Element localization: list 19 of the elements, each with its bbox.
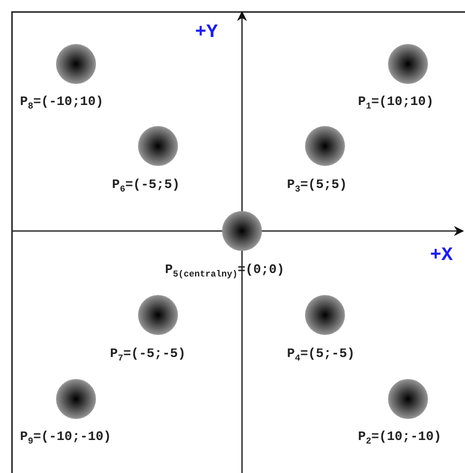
point-label: P$_{2}$=(10;-10) xyxy=(358,429,442,449)
point-marker xyxy=(138,295,178,335)
point-marker xyxy=(56,44,96,84)
point-marker xyxy=(222,211,262,251)
point-label: P$_{7}$=(-5;-5) xyxy=(110,346,186,366)
y-axis-label: +Y xyxy=(195,22,218,42)
point-label: P$_{4}$=(5;-5) xyxy=(287,346,355,366)
point-marker xyxy=(138,126,178,166)
point-marker xyxy=(305,126,345,166)
point-label: P$_{1}$=(10;10) xyxy=(358,94,434,114)
x-axis-label: +X xyxy=(430,245,453,265)
point-label: P$_{6}$=(-5;5) xyxy=(112,177,180,197)
point-label: P$_{3}$=(5;5) xyxy=(287,177,348,197)
point-marker xyxy=(388,379,428,419)
point-marker xyxy=(388,44,428,84)
point-label: P$_{9}$=(-10;-10) xyxy=(20,429,112,449)
point-label: P$_{8}$=(-10;10) xyxy=(20,94,104,114)
point-marker xyxy=(56,379,96,419)
point-marker xyxy=(305,295,345,335)
